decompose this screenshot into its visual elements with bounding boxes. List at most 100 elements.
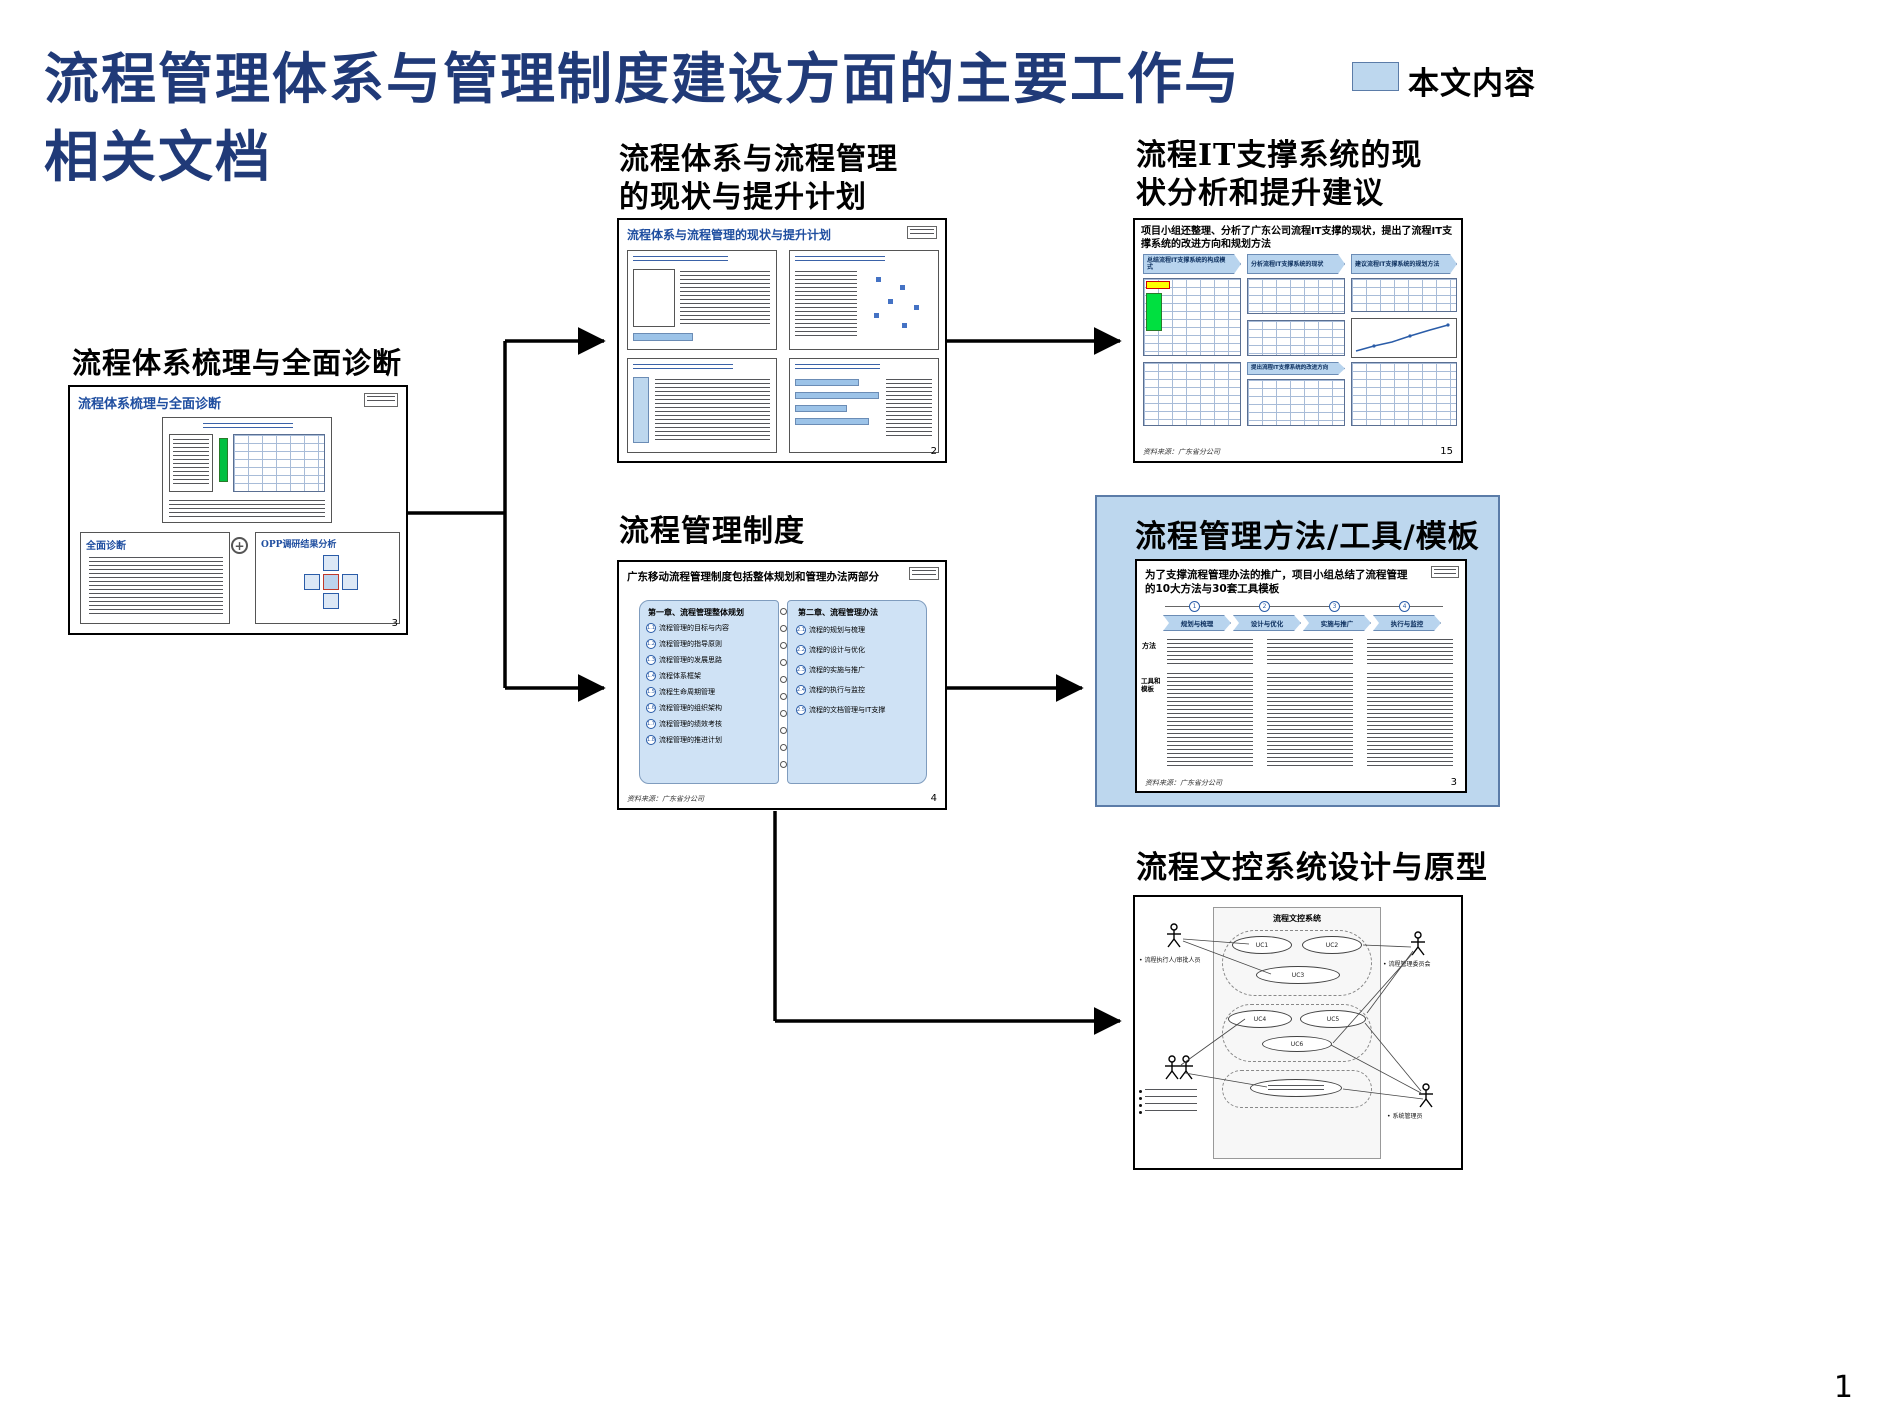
text-lines bbox=[795, 364, 880, 370]
thumb-page-number: 15 bbox=[1440, 446, 1453, 457]
cross-cell bbox=[323, 555, 339, 571]
cross-cell-center bbox=[323, 574, 339, 590]
network-node bbox=[876, 277, 881, 282]
mini-slide-intro: 项目小组还整理、分析了广东公司流程IT支撑的现状，提出了流程IT支撑系统的改进方… bbox=[1141, 226, 1453, 250]
use-case-ellipse: UC5 bbox=[1300, 1010, 1366, 1028]
item-number-badge: 1.8 bbox=[646, 735, 656, 745]
thumbnail-it-support: 项目小组还整理、分析了广东公司流程IT支撑的现状，提出了流程IT支撑系统的改进方… bbox=[1133, 218, 1463, 463]
logo-box bbox=[909, 567, 939, 580]
stage-label: 设计与优化 bbox=[1250, 620, 1284, 628]
spiral-binding bbox=[773, 608, 793, 768]
item-number-badge: 2.5 bbox=[796, 705, 806, 715]
mini-box bbox=[633, 269, 675, 327]
chapter-item-label: 流程的设计与优化 bbox=[809, 646, 865, 654]
mini-slide-title: 流程体系与流程管理的现状与提升计划 bbox=[627, 228, 832, 242]
text-lines bbox=[633, 364, 733, 370]
source-note: 资料来源：广东省分公司 bbox=[1145, 779, 1222, 787]
thumbnail-diagnosis: 流程体系梳理与全面诊断 全面诊断 + OPP调研结果分析 bbox=[68, 385, 408, 635]
system-title: 流程文控系统 bbox=[1273, 914, 1321, 923]
quadrant-2 bbox=[789, 250, 939, 350]
network-node bbox=[874, 313, 879, 318]
text-lines bbox=[680, 271, 770, 326]
stage-arrow: 规划与梳理 bbox=[1163, 615, 1231, 631]
item-number-badge: 1.3 bbox=[646, 655, 656, 665]
source-note: 资料来源：广东省分公司 bbox=[627, 795, 704, 803]
network-node bbox=[888, 299, 893, 304]
methods-list bbox=[1167, 639, 1459, 667]
grid-table bbox=[1247, 320, 1345, 356]
chapter-item-label: 流程管理的推进计划 bbox=[659, 736, 722, 744]
thumbnail-institution: 广东移动流程管理制度包括整体规划和管理办法两部分 第一章、流程管理整体规划 1.… bbox=[617, 560, 947, 810]
actor-icon bbox=[1419, 1083, 1433, 1108]
cross-cell bbox=[342, 574, 358, 590]
item-number-badge: 1.4 bbox=[646, 671, 656, 681]
text-lines bbox=[1367, 673, 1453, 767]
actor-label-right-bottom: • 系统管理员 bbox=[1387, 1113, 1423, 1120]
stage-label: 执行与监控 bbox=[1390, 620, 1424, 628]
arrow-header-label: 总结流程IT支撑系统的构成模式 bbox=[1147, 257, 1226, 271]
blue-bar bbox=[795, 392, 879, 399]
blue-column bbox=[633, 377, 649, 443]
item-number-badge: 1.6 bbox=[646, 703, 656, 713]
stage-label: 实施与推广 bbox=[1320, 620, 1354, 628]
chapter2-title: 第二章、流程管理办法 bbox=[798, 608, 878, 617]
text-lines bbox=[655, 379, 770, 441]
cross-cell bbox=[323, 593, 339, 609]
text-lines bbox=[1167, 639, 1253, 665]
stage-arrow: 执行与监控 bbox=[1373, 615, 1441, 631]
section-heading-institution: 流程管理制度 bbox=[619, 514, 805, 549]
mini-box-diagnosis: 全面诊断 bbox=[80, 532, 230, 624]
text-lines bbox=[912, 570, 936, 577]
plus-icon: + bbox=[231, 537, 248, 554]
blue-bar bbox=[633, 333, 693, 341]
row-label-tools: 工具和模板 bbox=[1141, 677, 1161, 693]
legend-label: 本文内容 bbox=[1408, 66, 1536, 102]
stage-circle: 1 bbox=[1189, 601, 1200, 612]
actor-label-left-top: • 流程执行人/审批人员 bbox=[1139, 957, 1201, 964]
section-heading-diagnosis: 流程体系梳理与全面诊断 bbox=[72, 346, 403, 380]
chapter-item-label: 流程管理的指导原则 bbox=[659, 640, 722, 648]
thumbnail-status-plan: 流程体系与流程管理的现状与提升计划 bbox=[617, 218, 947, 463]
text-lines bbox=[1268, 1085, 1324, 1091]
item-number-badge: 1.2 bbox=[646, 639, 656, 649]
source-note: 资料来源：广东省分公司 bbox=[1143, 448, 1220, 456]
cross-diagram bbox=[304, 555, 358, 609]
item-number-badge: 2.3 bbox=[796, 665, 806, 675]
thumbnail-methods: 为了支撑流程管理办法的推广，项目小组总结了流程管理 的10大方法与30套工具模板… bbox=[1135, 559, 1467, 793]
logo-box bbox=[1431, 566, 1459, 578]
mini-box-opp: OPP调研结果分析 bbox=[255, 532, 400, 624]
grid-table bbox=[1247, 379, 1345, 426]
item-number-badge: 2.2 bbox=[796, 645, 806, 655]
mini-slide-inner bbox=[162, 417, 332, 523]
item-number-badge: 1.1 bbox=[646, 623, 656, 633]
mini-slide-intro: 广东移动流程管理制度包括整体规划和管理办法两部分 bbox=[627, 571, 879, 583]
section-heading-status-line2: 的现状与提升计划 bbox=[619, 180, 867, 215]
page-title-line2: 相关文档 bbox=[44, 124, 273, 189]
chapter-item-label: 流程管理的绩效考核 bbox=[659, 720, 722, 728]
stage-circle: 4 bbox=[1399, 601, 1410, 612]
chapter-item-label: 流程生命周期管理 bbox=[659, 688, 715, 696]
thumbnail-doc-control: 流程文控系统 UC1 UC2 UC3 UC4 UC5 UC6 bbox=[1133, 895, 1463, 1170]
network-node bbox=[914, 305, 919, 310]
blue-bar bbox=[795, 405, 847, 412]
mini-slide-intro-line2: 的10大方法与30套工具模板 bbox=[1145, 583, 1280, 595]
text-lines bbox=[1367, 639, 1453, 665]
logo-box bbox=[364, 393, 398, 407]
use-case-ellipse: UC3 bbox=[1256, 966, 1340, 984]
blue-bar bbox=[795, 379, 859, 386]
chapter1-title: 第一章、流程管理整体规划 bbox=[648, 608, 744, 617]
item-number-badge: 2.4 bbox=[796, 685, 806, 695]
text-lines bbox=[1267, 673, 1353, 767]
stage-arrow: 实施与推广 bbox=[1303, 615, 1371, 631]
